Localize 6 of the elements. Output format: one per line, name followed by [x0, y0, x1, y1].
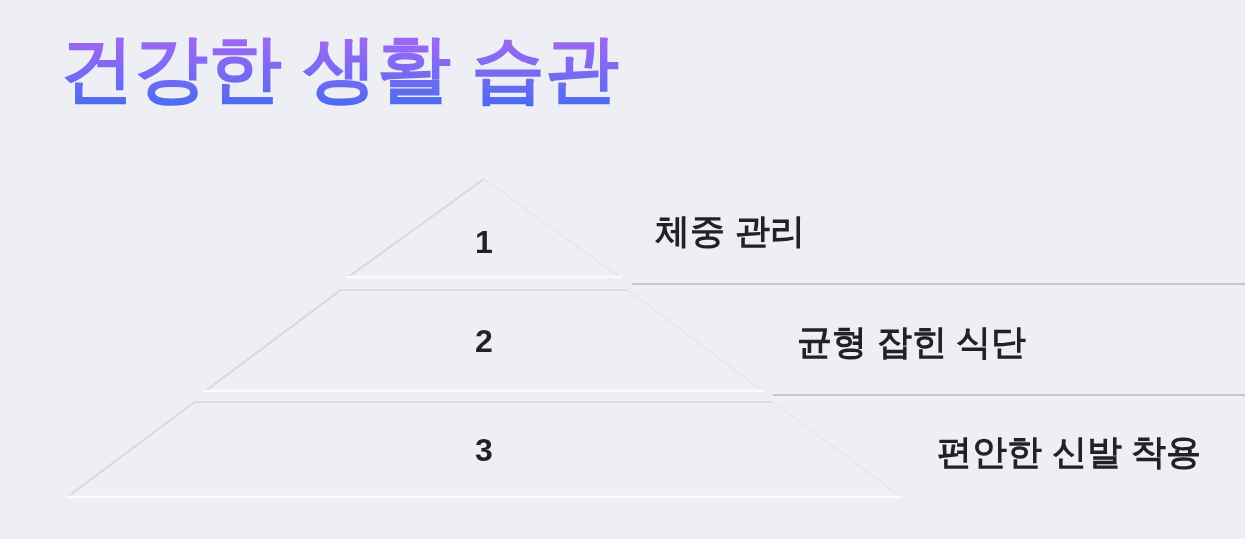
tier-number: 3 [475, 433, 493, 466]
tier-number: 1 [475, 226, 493, 259]
tier-number: 2 [475, 324, 493, 357]
tier-label: 균형 잡힌 식단 [797, 323, 1027, 359]
tier-label: 체중 관리 [655, 212, 805, 248]
tier-label: 편안한 신발 착용 [937, 433, 1202, 469]
